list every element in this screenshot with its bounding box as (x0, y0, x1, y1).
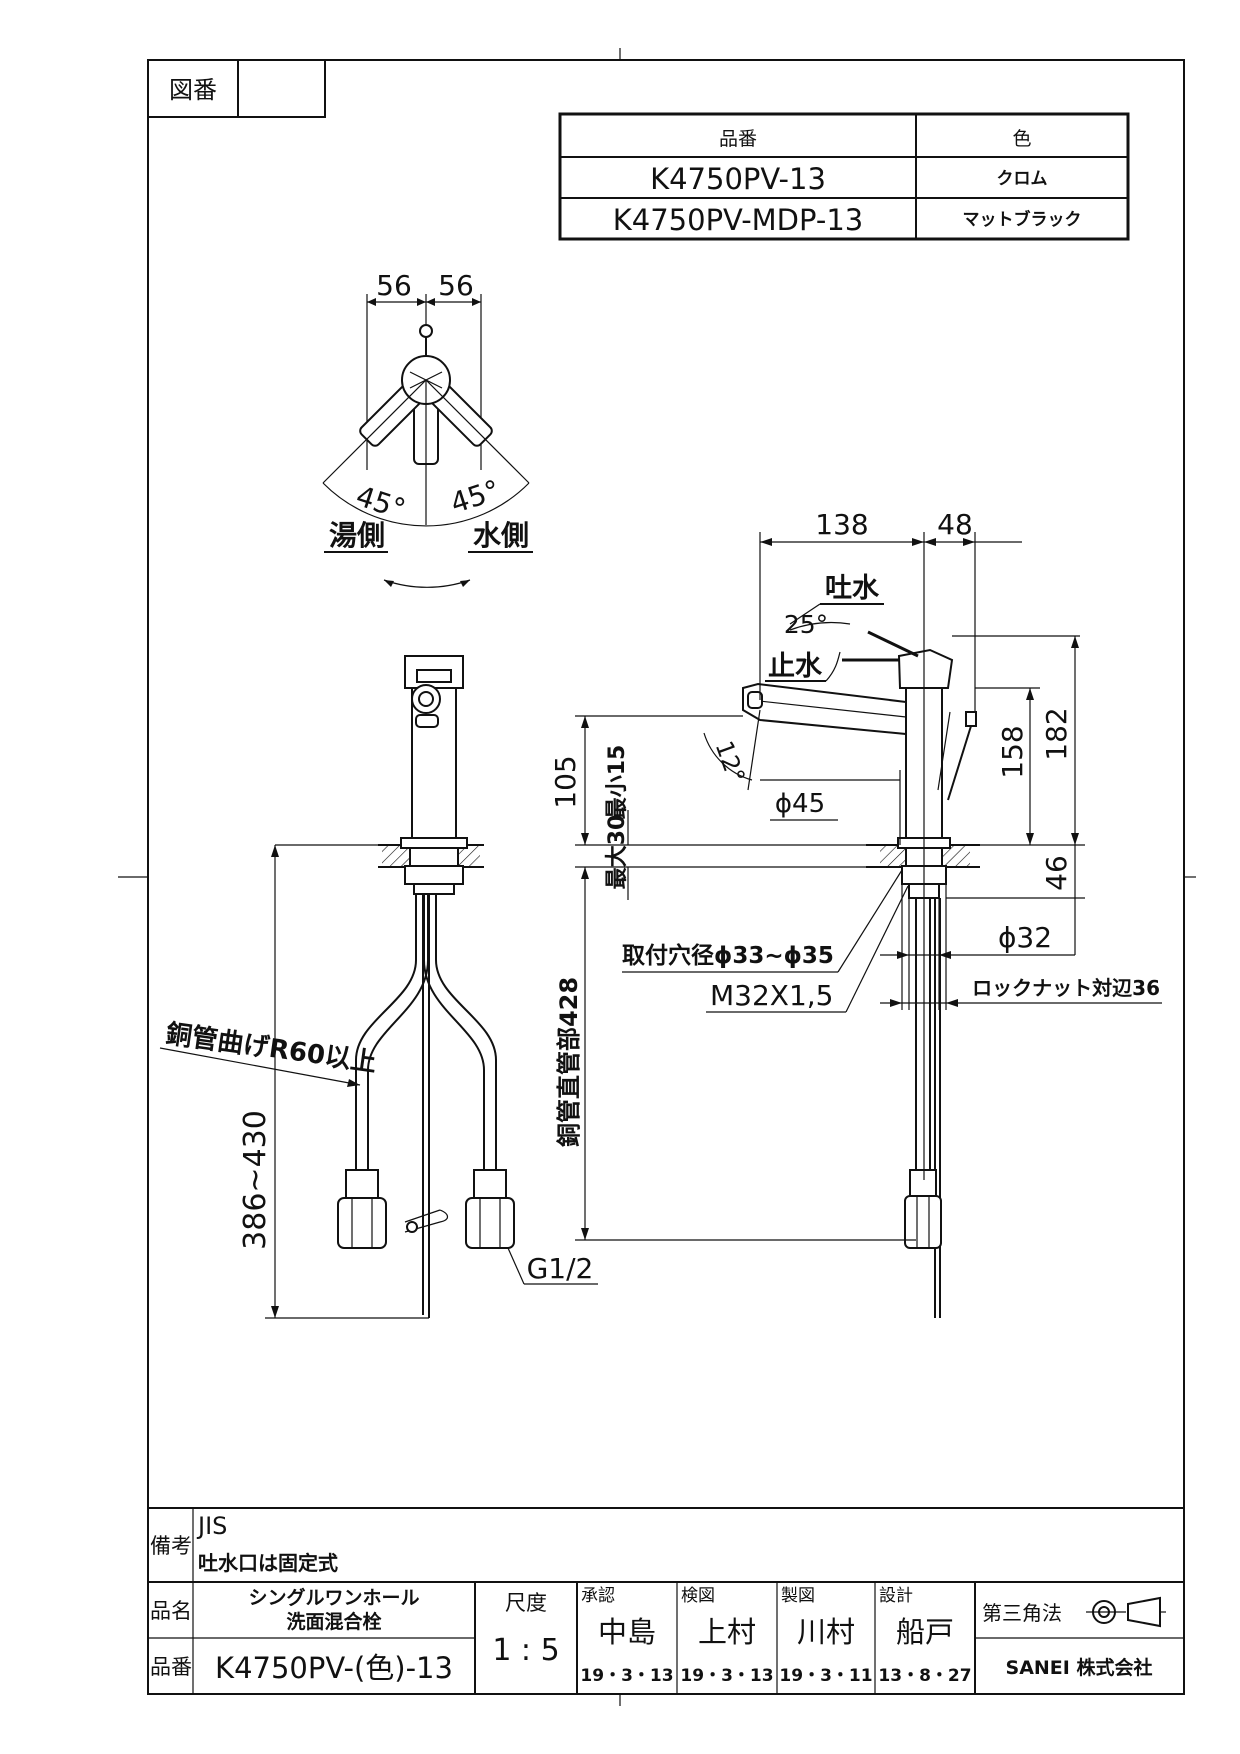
variant-model: K4750PV-MDP-13 (613, 203, 863, 237)
draw-label: 製図 (781, 1586, 815, 1606)
title-block: 備考 JIS 吐水口は固定式 品名 シングルワンホール 洗面混合栓 品番 K47… (148, 1507, 1184, 1694)
drawing-frame (118, 48, 1196, 1706)
dim-158: 158 (996, 725, 1029, 778)
draw-date: 19・3・11 (779, 1666, 872, 1686)
part-number-label: 品番 (150, 1655, 192, 1679)
scale-value: 1 : 5 (492, 1633, 559, 1668)
product-name-line-1: シングルワンホール (248, 1586, 419, 1609)
approve-name: 中島 (598, 1615, 656, 1649)
thread-label: M32X1,5 (710, 979, 834, 1012)
variant-header-model: 品番 (719, 128, 757, 150)
design-name: 船戸 (896, 1615, 954, 1649)
dim-hose-length: 386~430 (238, 1110, 273, 1250)
side-view: 138 48 吐水 25° 止水 12° ϕ45 105 最小15 最大30 1 (549, 508, 1162, 1318)
product-name-label: 品名 (150, 1599, 192, 1623)
variant-color: クロム (997, 169, 1048, 189)
company-name: SANEI 株式会社 (1006, 1656, 1153, 1679)
copper-straight-label: 銅管直管部428 (555, 977, 583, 1147)
stop-position-label: 止水 (768, 651, 823, 682)
min-15-label: 最小15 (605, 745, 630, 820)
locknut-label: ロックナット対辺36 (972, 976, 1160, 1000)
front-view: 386~430 銅管曲げR60以上 G1/2 (159, 655, 598, 1319)
spout-angle-label: 12° (710, 737, 751, 787)
lever-angle-label: 25° (784, 610, 828, 639)
drawing-number-label: 図番 (169, 76, 217, 104)
part-number-value: K4750PV-(色)-13 (215, 1651, 453, 1685)
check-name: 上村 (698, 1615, 756, 1649)
cold-side-label: 水側 (473, 519, 529, 552)
product-name-line-2: 洗面混合栓 (286, 1610, 381, 1633)
spout-position-label: 吐水 (825, 573, 880, 604)
approve-label: 承認 (581, 1586, 615, 1606)
mount-hole-label: 取付穴径ϕ33~ϕ35 (622, 942, 834, 969)
dim-138: 138 (815, 508, 868, 541)
dim-56-left: 56 (376, 269, 412, 302)
third-angle-projection-icon (1086, 1596, 1166, 1628)
approve-date: 19・3・13 (580, 1666, 673, 1686)
dim-46: 46 (1040, 855, 1073, 891)
dim-56-right: 56 (438, 269, 474, 302)
drawing-number-box: 図番 (147, 59, 326, 118)
remarks-line-2: 吐水口は固定式 (198, 1551, 338, 1575)
variant-table: 品番 色 K4750PV-13 クロム K4750PV-MDP-13 マットブラ… (558, 112, 1130, 241)
g-thread-label: G1/2 (527, 1252, 594, 1285)
check-label: 検図 (681, 1586, 715, 1606)
design-label: 設計 (879, 1586, 913, 1606)
scale-label: 尺度 (505, 1591, 547, 1615)
check-date: 19・3・13 (680, 1666, 773, 1686)
bend-radius-label: 銅管曲げR60以上 (164, 1018, 378, 1078)
variant-model: K4750PV-13 (650, 162, 826, 196)
hot-side-label: 湯側 (329, 519, 385, 552)
variant-color: マットブラック (963, 209, 1082, 230)
dia-45-label: ϕ45 (775, 789, 825, 819)
remarks-line-1: JIS (196, 1512, 227, 1540)
dim-105: 105 (549, 755, 582, 808)
dim-48: 48 (937, 508, 973, 541)
design-date: 13・8・27 (878, 1666, 971, 1686)
remarks-label: 備考 (150, 1534, 192, 1558)
variant-header-color: 色 (1012, 128, 1031, 150)
max-30-label: 最大30 (605, 815, 630, 890)
dim-182: 182 (1040, 707, 1073, 760)
top-view: 56 56 45° 45° 湯側 水側 (322, 269, 533, 588)
angle-45-right: 45° (447, 473, 504, 520)
draw-name: 川村 (797, 1615, 855, 1649)
dia-32-label: ϕ32 (998, 921, 1052, 954)
projection-label: 第三角法 (982, 1601, 1062, 1625)
